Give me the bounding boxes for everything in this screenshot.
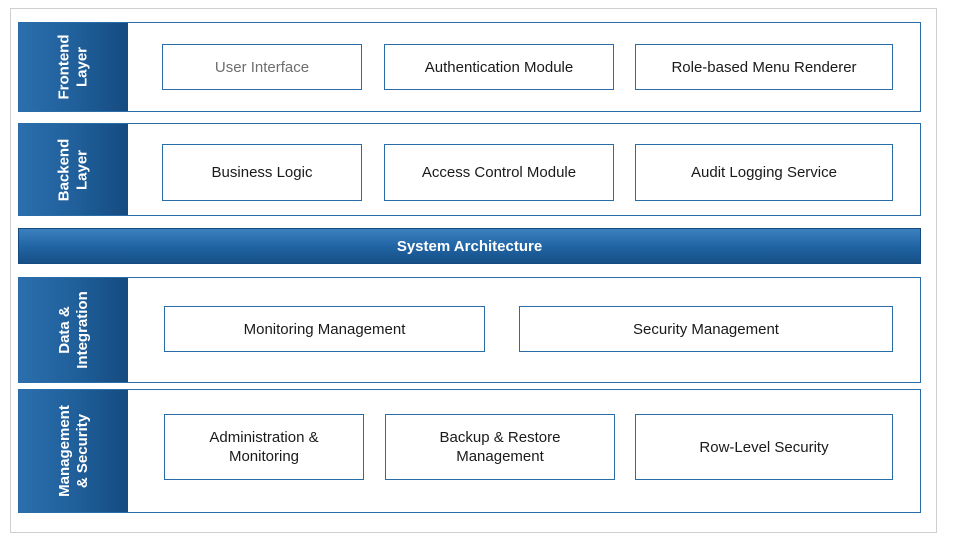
component-backup-restore-management: Backup & Restore Management [385,414,615,480]
component-line: Administration & [209,429,319,446]
component-role-based-menu-renderer: Role-based Menu Renderer [635,44,893,90]
component-line: Backup & Restore [439,429,561,446]
layer-label-line: Management [55,405,73,497]
component-audit-logging-service: Audit Logging Service [635,144,893,201]
layer-label-line: Backend [55,138,73,201]
component-security-management: Security Management [519,306,893,352]
component-access-control-module: Access Control Module [384,144,614,201]
layer-label-frontend: Frontend Layer [19,23,128,111]
component-business-logic: Business Logic [162,144,362,201]
layer-label-line: Layer [73,46,91,88]
component-line: Management [456,448,544,465]
layer-label-data-integration: Data & Integration [19,278,128,382]
layer-label-line: Data & [55,306,73,354]
layer-label-backend: Backend Layer [19,124,128,215]
component-line: Monitoring [228,448,300,465]
component-user-interface: User Interface [162,44,362,90]
component-row-level-security: Row-Level Security [635,414,893,480]
layer-label-line: & Security [73,413,91,489]
layer-label-line: Frontend [55,34,73,100]
layer-label-line: Layer [73,149,91,190]
component-authentication-module: Authentication Module [384,44,614,90]
component-monitoring-management: Monitoring Management [164,306,485,352]
system-architecture-banner: System Architecture [18,228,921,264]
layer-label-management-security: Management & Security [19,390,128,512]
layer-label-line: Integration [73,291,91,369]
component-administration-monitoring: Administration & Monitoring [164,414,364,480]
